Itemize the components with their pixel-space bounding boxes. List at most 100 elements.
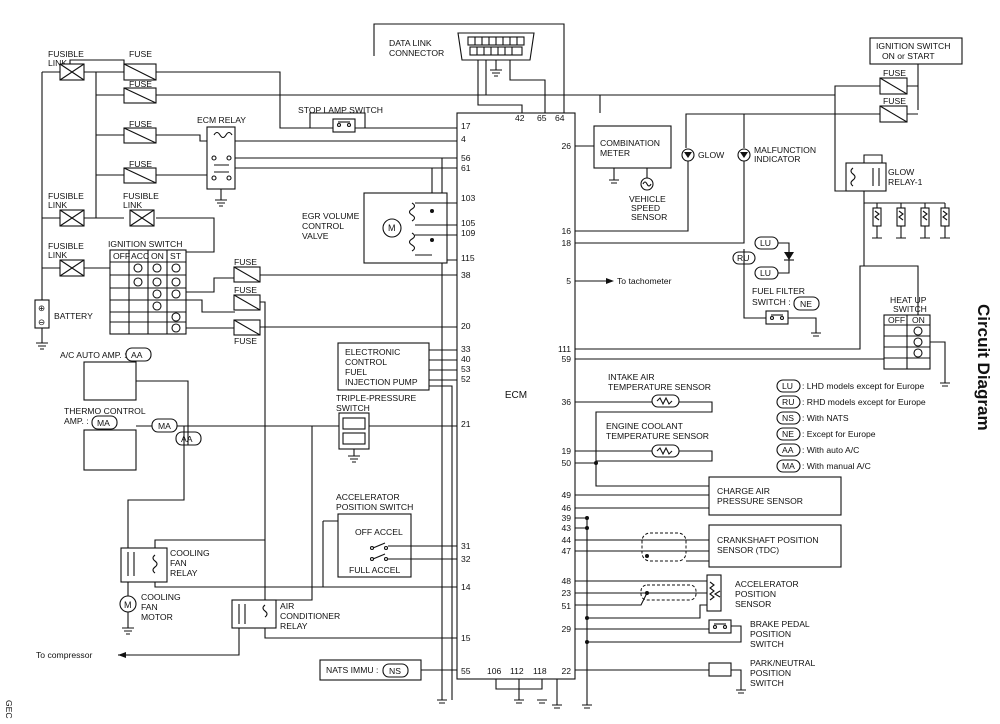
svg-text:CONNECTOR: CONNECTOR xyxy=(389,48,444,58)
svg-text:LINK: LINK xyxy=(48,250,67,260)
pin-55: 55 xyxy=(461,666,471,676)
svg-text:SWITCH: SWITCH xyxy=(750,678,784,688)
svg-text:AMP. :: AMP. : xyxy=(64,416,89,426)
pin-16: 16 xyxy=(561,226,571,236)
charge-air-pressure-label: CHARGE AIR xyxy=(717,486,770,496)
cooling-fan-relay: COOLING FAN RELAY xyxy=(120,539,457,596)
thermo-amp-code: MA xyxy=(97,418,110,428)
accelerator-position-sensor: ACCELERATOR POSITION SENSOR xyxy=(575,574,799,620)
off-accel-label: OFF ACCEL xyxy=(355,527,403,537)
legend-code-5: AA xyxy=(782,445,794,455)
legend-code-3: NS xyxy=(782,413,794,423)
pin-38: 38 xyxy=(461,270,471,280)
wire-option-aa: AA xyxy=(181,434,193,444)
ecm-bottom-ground xyxy=(437,679,562,709)
ignition-switch: IGNITION SWITCH OFF ACC ON ST xyxy=(108,239,235,335)
pin-42: 42 xyxy=(515,113,525,123)
battery: ⊕ ⊖ BATTERY xyxy=(34,299,93,350)
pin-56: 56 xyxy=(461,153,471,163)
combination-meter-label: COMBINATION xyxy=(600,138,660,148)
pin-19: 19 xyxy=(561,446,571,456)
corner-code: GEC xyxy=(4,700,14,719)
malfunction-indicator: MALFUNCTION INDICATOR xyxy=(575,145,816,244)
stop-lamp-switch-label: STOP LAMP SWITCH xyxy=(298,105,383,115)
engine-coolant-temperature-sensor: ENGINE COOLANT TEMPERATURE SENSOR xyxy=(575,421,713,465)
accelerator-position-switch-label: ACCELERATOR xyxy=(336,492,400,502)
pin-50: 50 xyxy=(561,458,571,468)
svg-text:POSITION: POSITION xyxy=(750,668,791,678)
nats-immu: NATS IMMU : NS xyxy=(319,659,457,681)
ign-pos-acc: ACC xyxy=(131,251,149,261)
svg-text:SWITCH: SWITCH xyxy=(336,403,370,413)
to-compressor: To compressor xyxy=(36,650,130,660)
cooling-fan-motor-label: COOLING xyxy=(141,592,181,602)
fusible-link-label-1: FUSIBLE xyxy=(48,49,84,59)
fuse-label-4: FUSE xyxy=(129,159,152,169)
accelerator-position-switch: ACCELERATOR POSITION SWITCH OFF ACCEL FU… xyxy=(322,492,457,587)
legend-text-6: : With manual A/C xyxy=(802,461,871,471)
svg-text:TEMPERATURE SENSOR: TEMPERATURE SENSOR xyxy=(606,431,709,441)
thermo-control-amp: THERMO CONTROL AMP. : MA MA AA xyxy=(64,380,457,555)
fuse-label-8: FUSE xyxy=(883,68,906,78)
brake-pedal-position-label: BRAKE PEDAL xyxy=(750,619,810,629)
pin-31: 31 xyxy=(461,541,471,551)
pin-65: 65 xyxy=(537,113,547,123)
pin-5: 5 xyxy=(566,276,571,286)
fusible-link-1: FUSIBLE LINK xyxy=(48,49,85,81)
pin-48: 48 xyxy=(561,576,571,586)
svg-text:SWITCH: SWITCH xyxy=(893,304,927,314)
svg-text:CONDITIONER: CONDITIONER xyxy=(280,611,340,621)
intake-air-temperature-sensor: INTAKE AIR TEMPERATURE SENSOR xyxy=(575,372,713,466)
fuse-label-6: FUSE xyxy=(234,285,257,295)
fusible-link-4: FUSIBLE LINK xyxy=(48,241,85,277)
to-compressor-label: To compressor xyxy=(36,650,92,660)
lu-ru-options: LU RU LU xyxy=(732,236,794,319)
glow-lamp: GLOW xyxy=(575,148,725,232)
ecm-left-pins: 17 4 56 61 103 105 109 115 38 20 33 40 5… xyxy=(461,121,476,676)
crankshaft-position-label: CRANKSHAFT POSITION xyxy=(717,535,819,545)
svg-text:POSITION SWITCH: POSITION SWITCH xyxy=(336,502,413,512)
ru-code: RU xyxy=(737,253,749,263)
crankshaft-position-sensor: CRANKSHAFT POSITION SENSOR (TDC) xyxy=(575,516,842,577)
pin-118: 118 xyxy=(533,666,547,676)
cooling-fan-motor: M COOLING FAN MOTOR xyxy=(119,592,181,635)
legend-text-3: : With NATS xyxy=(802,413,849,423)
full-accel-label: FULL ACCEL xyxy=(349,565,400,575)
svg-text:SENSOR: SENSOR xyxy=(631,212,667,222)
svg-text:⊕: ⊕ xyxy=(38,303,45,313)
pin-29: 29 xyxy=(561,624,571,634)
motor-m-egr: M xyxy=(388,223,396,233)
data-link-connector-label: DATA LINK xyxy=(389,38,432,48)
fuse-label-2: FUSE xyxy=(129,79,152,89)
lu-code-1: LU xyxy=(760,238,771,248)
fuel-filter-switch: FUEL FILTER SWITCH : NE xyxy=(752,286,821,337)
ac-auto-amp-code: AA xyxy=(131,350,143,360)
svg-text:FAN: FAN xyxy=(141,602,158,612)
legend-code-6: MA xyxy=(782,461,795,471)
pin-17: 17 xyxy=(461,121,471,131)
park-neutral-position-label: PARK/NEUTRAL xyxy=(750,658,815,668)
svg-text:SENSOR: SENSOR xyxy=(735,599,771,609)
fuel-filter-switch-label: FUEL FILTER xyxy=(752,286,805,296)
ign-pos-on: ON xyxy=(151,251,164,261)
pin-109: 109 xyxy=(461,228,476,238)
svg-text:LINK: LINK xyxy=(48,200,67,210)
legend-text-1: : LHD models except for Europe xyxy=(802,381,925,391)
fusible-link-label-2: FUSIBLE xyxy=(48,191,84,201)
svg-text:LINK: LINK xyxy=(123,200,142,210)
fuse-label-5: FUSE xyxy=(234,257,257,267)
svg-text:SPEED: SPEED xyxy=(631,203,660,213)
glow-relay-label: GLOW xyxy=(888,167,915,177)
ac-auto-amp: A/C AUTO AMP. : AA xyxy=(60,347,152,401)
svg-text:SENSOR (TDC): SENSOR (TDC) xyxy=(717,545,779,555)
svg-text:PRESSURE SENSOR: PRESSURE SENSOR xyxy=(717,496,803,506)
fuse-label-7: FUSE xyxy=(234,336,257,346)
svg-text:CONTROL: CONTROL xyxy=(302,221,344,231)
svg-text:CONTROL: CONTROL xyxy=(345,357,387,367)
ign-pos-st: ST xyxy=(170,251,182,261)
glow-relay: GLOW RELAY-1 xyxy=(834,95,950,239)
engine-coolant-temp-label: ENGINE COOLANT xyxy=(606,421,684,431)
ecm-top-pins: 42 65 64 xyxy=(515,113,565,123)
svg-text:POSITION: POSITION xyxy=(750,629,791,639)
legend-text-2: : RHD models except for Europe xyxy=(802,397,926,407)
